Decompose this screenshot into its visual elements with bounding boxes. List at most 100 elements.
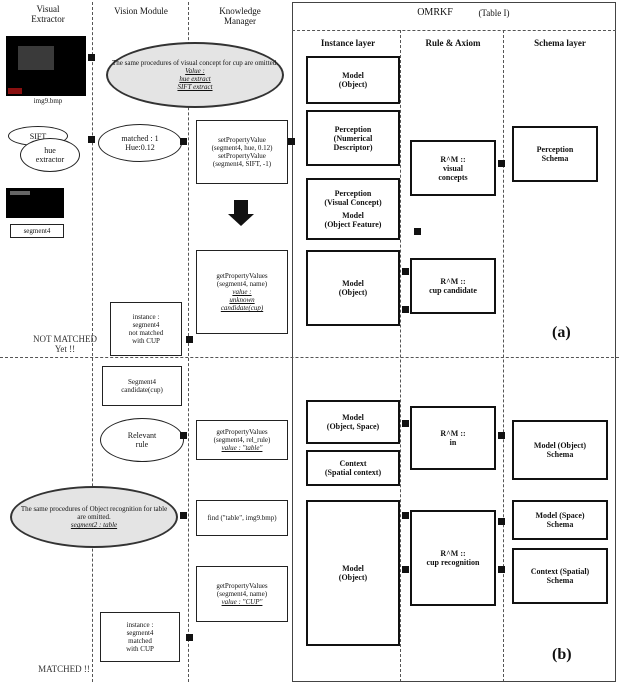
image-bright-patch <box>18 46 54 70</box>
relevant-rule-text: Relevant rule <box>127 431 157 449</box>
col-divider-1 <box>92 2 93 682</box>
instance-not-matched-text: instance : segment4 not matched with CUP <box>128 313 164 345</box>
header-rule-axiom: Rule & Axiom <box>425 38 481 48</box>
col-divider-4 <box>400 30 401 682</box>
km-get-rel-box: getPropertyValues (segment4, rel_rule) v… <box>196 420 288 460</box>
connector-square <box>498 432 505 439</box>
hue-extractor-label: hue extractor <box>35 146 65 164</box>
cloud-value: Value : <box>185 67 205 75</box>
km-get-name-box: getPropertyValues (segment4, name) value… <box>196 250 288 334</box>
perception2-sub: (Visual Concept) <box>324 198 382 207</box>
km-get-rel-value: value : "table" <box>221 444 263 452</box>
rule-visual-sub: visual concepts <box>438 163 468 182</box>
km-find-box: find ("table", img9.bmp) <box>196 500 288 536</box>
instance-matched-text: instance : segment4 matched with CUP <box>126 621 154 653</box>
cloud-b-seg: segment2 : table <box>70 521 118 529</box>
header-vision-module: Vision Module <box>114 6 168 16</box>
rule-cup-cand-title: R^M :: <box>440 277 466 286</box>
header-table-ref: (Table I) <box>478 8 510 18</box>
connector-square <box>414 228 421 235</box>
header-divider <box>292 30 616 31</box>
vision-result-ellipse: matched : 1 Hue:0.12 <box>98 124 182 162</box>
rule-visual-concepts: R^M :: visual concepts <box>410 140 496 196</box>
matched-value: matched : 1 <box>121 134 159 143</box>
km-find-text: find ("table", img9.bmp) <box>207 514 277 522</box>
segment-label: segment4 <box>23 227 51 235</box>
km-get-value: value : <box>232 288 252 296</box>
hue-extractor-ellipse: hue extractor <box>20 138 80 172</box>
connector-square <box>88 136 95 143</box>
cloud-value-1: hue extract <box>179 75 211 83</box>
rule-in: R^M :: in <box>410 406 496 470</box>
relevant-rule-ellipse: Relevant rule <box>100 418 184 462</box>
model2-sub: (Object Feature) <box>324 220 382 229</box>
context-spatial-schema-label: Context (Spatial) Schema <box>530 567 590 585</box>
instance-model-object-2: Model (Object) <box>306 250 400 326</box>
context-sub: (Spatial context) <box>324 468 382 477</box>
model-title: Model <box>342 71 364 80</box>
connector-square <box>180 512 187 519</box>
rule-cup-candidate: R^M :: cup candidate <box>410 258 496 314</box>
sift-label: SIFT <box>29 131 47 141</box>
km-set-text: setPropertyValue (segment4, hue, 0.12) s… <box>211 136 273 168</box>
instance-perception-visual: Perception (Visual Concept) Model (Objec… <box>306 178 400 240</box>
km-get-name-b-box: getPropertyValues (segment4, name) value… <box>196 566 288 622</box>
instance-model-object-b: Model (Object) <box>306 500 400 646</box>
km-get-candidate: candidate(cup) <box>220 304 264 312</box>
instance-context: Context (Spatial context) <box>306 450 400 486</box>
rule-in-title: R^M :: <box>440 429 466 438</box>
instance-perception-numerical: Perception (Numerical Descriptor) <box>306 110 400 166</box>
schema-context-spatial: Context (Spatial) Schema <box>512 548 608 604</box>
segment-image-highlight <box>10 191 30 195</box>
rule-in-sub: in <box>449 438 457 447</box>
model-b-title: Model <box>342 564 364 573</box>
schema-perception: Perception Schema <box>512 126 598 182</box>
matched-final: MATCHED !! <box>38 664 90 674</box>
section-divider <box>0 357 619 358</box>
schema-model-object: Model (Object) Schema <box>512 420 608 480</box>
header-schema-layer: Schema layer <box>534 38 586 48</box>
hue-value: Hue:0.12 <box>125 143 155 152</box>
header-knowledge-manager: Knowledge Manager <box>219 6 261 26</box>
model2-title: Model <box>342 211 364 220</box>
model-sub: (Object) <box>338 80 368 89</box>
instance-matched-box: instance : segment4 matched with CUP <box>100 612 180 662</box>
km-get-text: getPropertyValues (segment4, name) <box>216 272 268 288</box>
connector-square <box>402 420 409 427</box>
perception2-title: Perception <box>334 189 372 198</box>
cloud-value-2: SIFT extract <box>177 83 213 91</box>
connector-square <box>402 268 409 275</box>
segment-label-box: segment4 <box>10 224 64 238</box>
cloud-text: The same procedures of visual concept fo… <box>112 59 278 67</box>
down-arrow-head-icon <box>228 214 254 226</box>
connector-square <box>88 54 95 61</box>
model-space-sub: (Object, Space) <box>326 422 380 431</box>
cloud-b-text: The same procedures of Object recognitio… <box>20 505 168 521</box>
segment4-candidate-box: Segment4 candidate(cup) <box>102 366 182 406</box>
connector-square <box>180 138 187 145</box>
header-omrkf: OMRKF <box>417 7 453 18</box>
model-b-sub: (Object) <box>338 573 368 582</box>
model-object-schema-label: Model (Object) Schema <box>533 441 587 459</box>
model-space-schema-label: Model (Space) Schema <box>535 511 585 529</box>
connector-square <box>498 160 505 167</box>
connector-square <box>288 138 295 145</box>
col-divider-5 <box>503 30 504 682</box>
km-get-unknown: unknown <box>229 296 255 304</box>
km-get-name-text: getPropertyValues (segment4, name) <box>216 582 268 598</box>
header-instance-layer: Instance layer <box>320 38 376 48</box>
rule-cup-rec-title: R^M :: <box>440 549 466 558</box>
schema-model-space: Model (Space) Schema <box>512 500 608 540</box>
rule-cup-recognition: R^M :: cup recognition <box>410 510 496 606</box>
not-matched-yet: NOT MATCHED Yet !! <box>32 334 98 354</box>
segment4-candidate-text: Segment4 candidate(cup) <box>121 378 163 394</box>
connector-square <box>180 432 187 439</box>
image-red-mark <box>8 88 22 94</box>
omitted-recognition-cloud: The same procedures of Object recognitio… <box>10 486 178 548</box>
context-title: Context <box>339 459 367 468</box>
perception-sub: (Numerical Descriptor) <box>333 133 373 152</box>
connector-square <box>186 336 193 343</box>
down-arrow-icon <box>234 200 248 214</box>
header-visual-extractor: Visual Extractor <box>31 4 65 24</box>
omitted-procedure-cloud: The same procedures of visual concept fo… <box>106 42 284 108</box>
